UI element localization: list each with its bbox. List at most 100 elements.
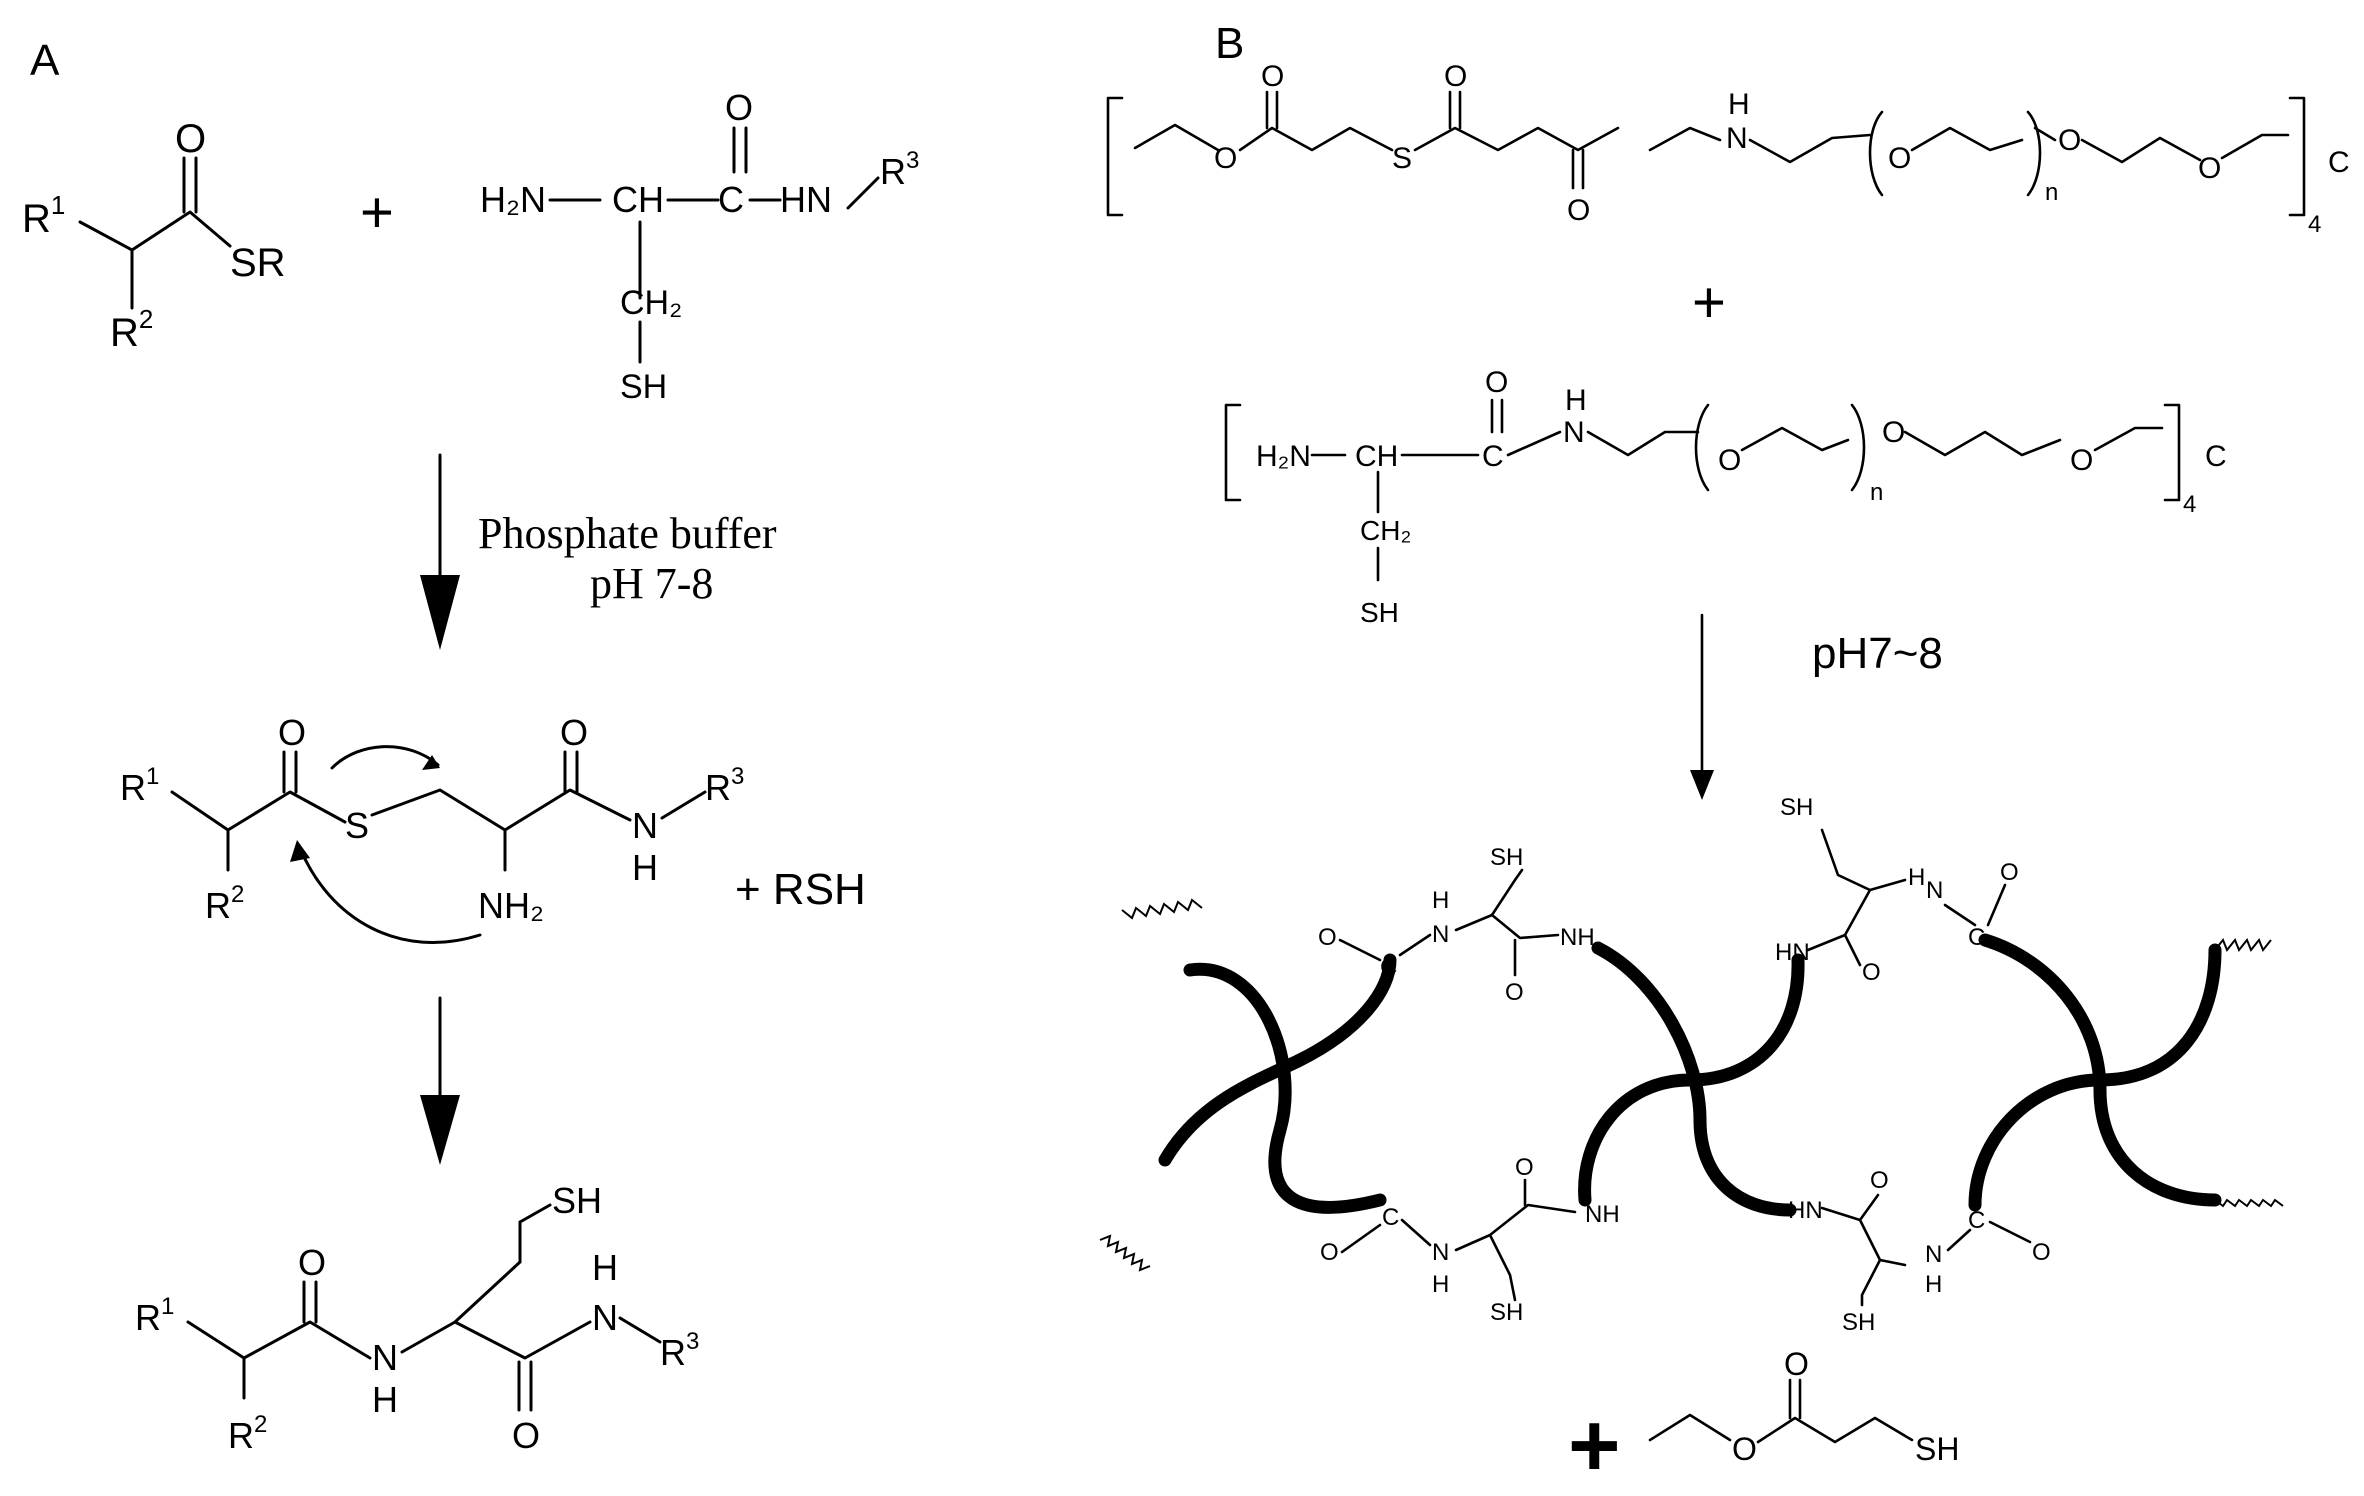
n-subscript-2: n [1870,479,1883,506]
net-bond [1860,1258,1882,1307]
b-o-top-label: O [1485,366,1508,399]
cysteine-crosslink: O C N H SH O NH [1320,1154,1620,1326]
net-bond [1806,888,1872,952]
curved-arrow-head-1 [422,755,440,770]
bracket-right-1 [2288,96,2306,217]
wavy-end [2214,938,2272,952]
n-subscript-1: n [2045,179,2058,206]
cysteine-crosslink: O C H N SH O NH [1318,844,1595,1006]
hn-label: HN [780,179,832,220]
panel-a: A R1 O SR R2 + H₂N CH C O HN R3 [22,36,919,1456]
net-bond [1400,1218,1432,1247]
net-bond [1943,903,1977,927]
peg-o2-label: O [2058,124,2081,157]
panel-b-label: B [1215,19,1244,68]
cysteine-crosslink: SH HN O H N C O [1775,794,2019,986]
c-label: C [718,179,744,220]
peg-end [2220,133,2290,160]
bp-ethyl-bond [1648,1413,1732,1442]
b-sh-label: SH [1360,597,1399,628]
bracket-right-2 [2163,403,2181,502]
curved-arrow-amine-attack [298,846,482,944]
net-n-label: N [1926,877,1943,904]
int-acyl-chain [170,790,347,832]
net-bond [1946,1228,1972,1252]
net-bond [1820,828,1872,892]
net-c-label: C [1382,1204,1399,1231]
panel-b: B O O S O O H N O [1099,19,2350,1496]
net-h-label: H [1925,1271,1942,1298]
b-peg-tail [1903,430,2062,457]
plus-sign-a: + [360,180,394,245]
peg-arm [1968,943,2222,1212]
net-bond [1868,878,1907,892]
prod-alpha-bond [400,1260,522,1354]
prod-r1-label: R1 [135,1293,174,1338]
net-bond [1488,1233,1517,1302]
reaction-arrow-1-head [420,575,460,650]
peg-arm [1183,962,1387,1214]
b-h2n-label: H₂N [1256,440,1311,473]
peg-o3-label: O [2198,152,2221,185]
rsh-byproduct: + RSH [735,865,866,914]
net-o-label: O [1862,959,1881,986]
sr-label: SR [230,241,286,285]
b-c-label: C [1482,440,1504,473]
reaction-arrow-b-head [1690,770,1714,800]
prod-o1-label: O [298,1242,326,1283]
arm-count-4: 4 [2308,211,2321,238]
cysteine-crosslink: HN O SH N H C O [1788,1167,2051,1336]
thioester-intermediate: R1 R2 O S O N H R3 NH₂ + RSH [120,712,866,944]
net-bond [1843,933,1862,967]
prod-acyl-chain [186,1320,372,1360]
succinyl-chain-1 [1238,126,1394,152]
amide-n-label: N [1726,122,1748,155]
plus-sign-b: + [1692,270,1726,335]
hydrogel-network: O C H N SH O NH SH HN O [1099,794,2284,1336]
amide-h-label: H [1728,88,1750,121]
int-o2-label: O [560,712,588,753]
net-bond [1454,1203,1577,1252]
panel-a-label: A [30,36,60,85]
thioester-o-label: O [1444,60,1467,93]
prod-o2-label: O [512,1415,540,1456]
peg-start [1748,133,1872,164]
net-h-label: H [1432,1271,1449,1298]
b-ch-label: CH [1355,440,1398,473]
peg-cysteine-reagent: H₂N CH C O H N O n O O 4 C CH₂ [1224,366,2227,628]
net-o-label: O [2000,859,2019,886]
int-r3-label: R3 [705,763,744,808]
paren-open-1 [1868,110,1884,197]
net-c-label: C [1968,1207,1985,1234]
net-n-label: N [1432,1239,1449,1266]
thio-s-label: S [1392,142,1412,175]
net-h-label: H [1908,864,1925,891]
oxygen-label: O [175,117,206,161]
prod-r2-label: R2 [228,1411,267,1456]
net-n-label: N [1432,921,1449,948]
bp-carbonyl-o-label: O [1784,1346,1809,1382]
plus-sign-b2: + [1568,1396,1621,1491]
ethyl-mercaptopropionate-byproduct: O O SH [1648,1346,1959,1467]
h2n-label: H₂N [480,179,546,220]
prod-n1-label: N [372,1337,398,1378]
net-nh-label: NH [1585,1201,1620,1228]
succinyl-chain-2 [1413,126,1620,152]
peg-link [2033,126,2057,142]
peg-tail [2080,136,2202,164]
b-h-label: H [1565,384,1587,417]
int-cys-chain [370,788,632,832]
net-bond [1398,933,1432,957]
prod-sh-label: SH [552,1180,602,1221]
n-r3-bond [846,176,880,210]
net-bond [1988,1220,2032,1244]
net-c-label: C [1968,924,1985,951]
b-peg-o1-label: O [1718,444,1741,477]
b-peg-repeat [1740,426,1850,452]
net-bond [1820,1193,1880,1222]
peg-arm [1978,933,2222,1207]
ester-o-label: O [1214,142,1237,175]
net-hn-label: HN [1788,1197,1823,1224]
condition-b: pH7~8 [1812,629,1943,678]
